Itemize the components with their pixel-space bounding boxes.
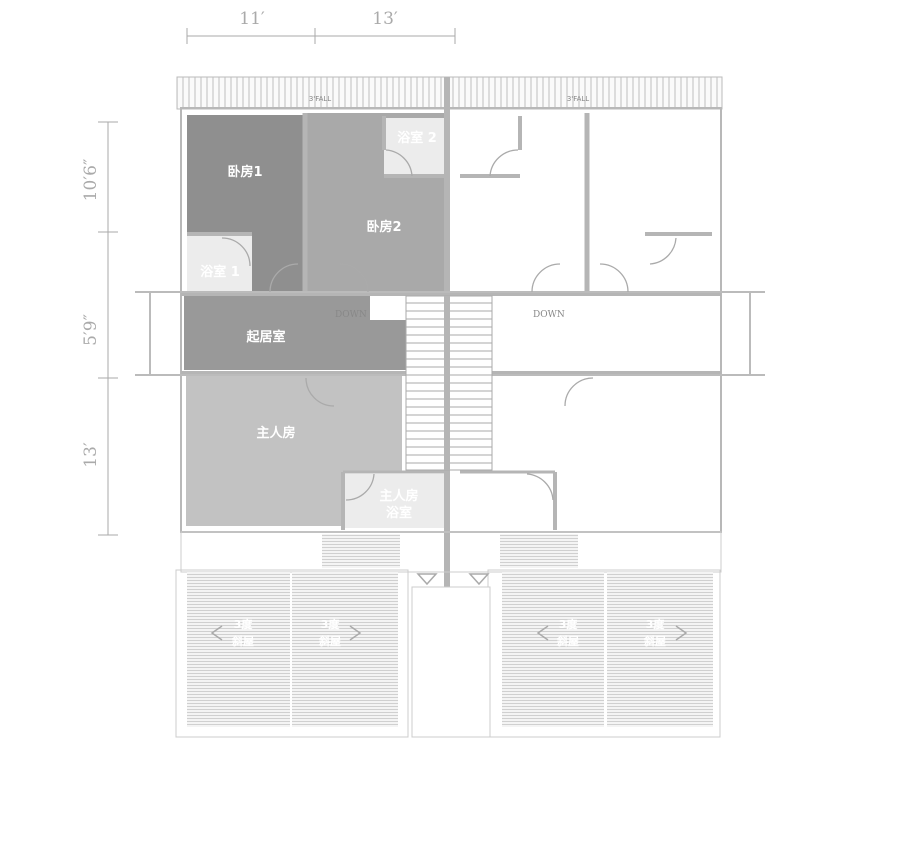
master-bath	[344, 474, 444, 528]
arrow-left-icon	[536, 625, 549, 641]
label-bath-1: 浴室 1	[200, 264, 240, 280]
roof-1-label: 斜屋	[231, 634, 254, 648]
door-right-3	[649, 237, 677, 265]
door-bath-2	[385, 149, 413, 177]
roof-1-angle: 3度	[234, 617, 254, 631]
sloped-roof-2	[292, 572, 398, 727]
arrow-left-icon	[210, 625, 223, 641]
bath-1	[187, 236, 252, 292]
roof-2-label: 斜屋	[318, 634, 341, 648]
dimension-left	[98, 121, 118, 536]
dim-11ft: 11′	[239, 9, 265, 29]
door-bedroom-1	[269, 263, 299, 293]
roof-4-label: 斜屋	[643, 634, 666, 648]
label-master-bath-1: 主人房	[379, 488, 418, 504]
stair-down-left: DOWN	[335, 310, 367, 320]
living-room	[184, 296, 406, 370]
dim-10ft6: 10′6″	[81, 159, 101, 202]
door-master	[305, 377, 335, 407]
door-right-bath	[489, 149, 519, 177]
sloped-roof-4	[607, 572, 713, 727]
fall-label-right: 3'FALL	[567, 95, 589, 103]
bath-2	[384, 118, 444, 174]
arrow-down-icon	[416, 573, 438, 586]
dim-13ft-bottom: 13′	[81, 442, 101, 468]
label-bath-2: 浴室 2	[397, 130, 437, 146]
arrow-right-icon	[675, 625, 688, 641]
door-right-1	[531, 263, 561, 293]
stair-down-right: DOWN	[533, 310, 565, 320]
dimension-top	[186, 28, 456, 44]
dim-13ft: 13′	[372, 9, 398, 29]
master-bedroom	[186, 376, 343, 526]
label-master-bedroom: 主人房	[256, 425, 295, 441]
roof-3-label: 斜屋	[556, 634, 579, 648]
label-bedroom-1: 卧房1	[227, 164, 262, 180]
dim-5ft9: 5′9″	[81, 314, 101, 346]
door-right-bath-2	[526, 473, 554, 501]
sloped-roof-3	[502, 572, 604, 727]
arrow-down-icon	[468, 573, 490, 586]
arrow-right-icon	[349, 625, 362, 641]
roof-3-angle: 3度	[559, 617, 579, 631]
door-master-bath	[345, 473, 375, 501]
door-bath-1	[221, 237, 251, 267]
roof-2-angle: 3度	[321, 617, 341, 631]
door-bedroom-2	[339, 263, 369, 293]
label-master-bath-2: 浴室	[386, 505, 412, 521]
label-living-room: 起居室	[245, 329, 285, 345]
roof-4-angle: 3度	[646, 617, 666, 631]
door-right-4	[564, 377, 594, 407]
label-bedroom-2: 卧房2	[366, 219, 401, 235]
sloped-roof-1	[187, 572, 290, 727]
door-right-2	[599, 263, 629, 293]
fall-label-left: 3'FALL	[309, 95, 331, 103]
